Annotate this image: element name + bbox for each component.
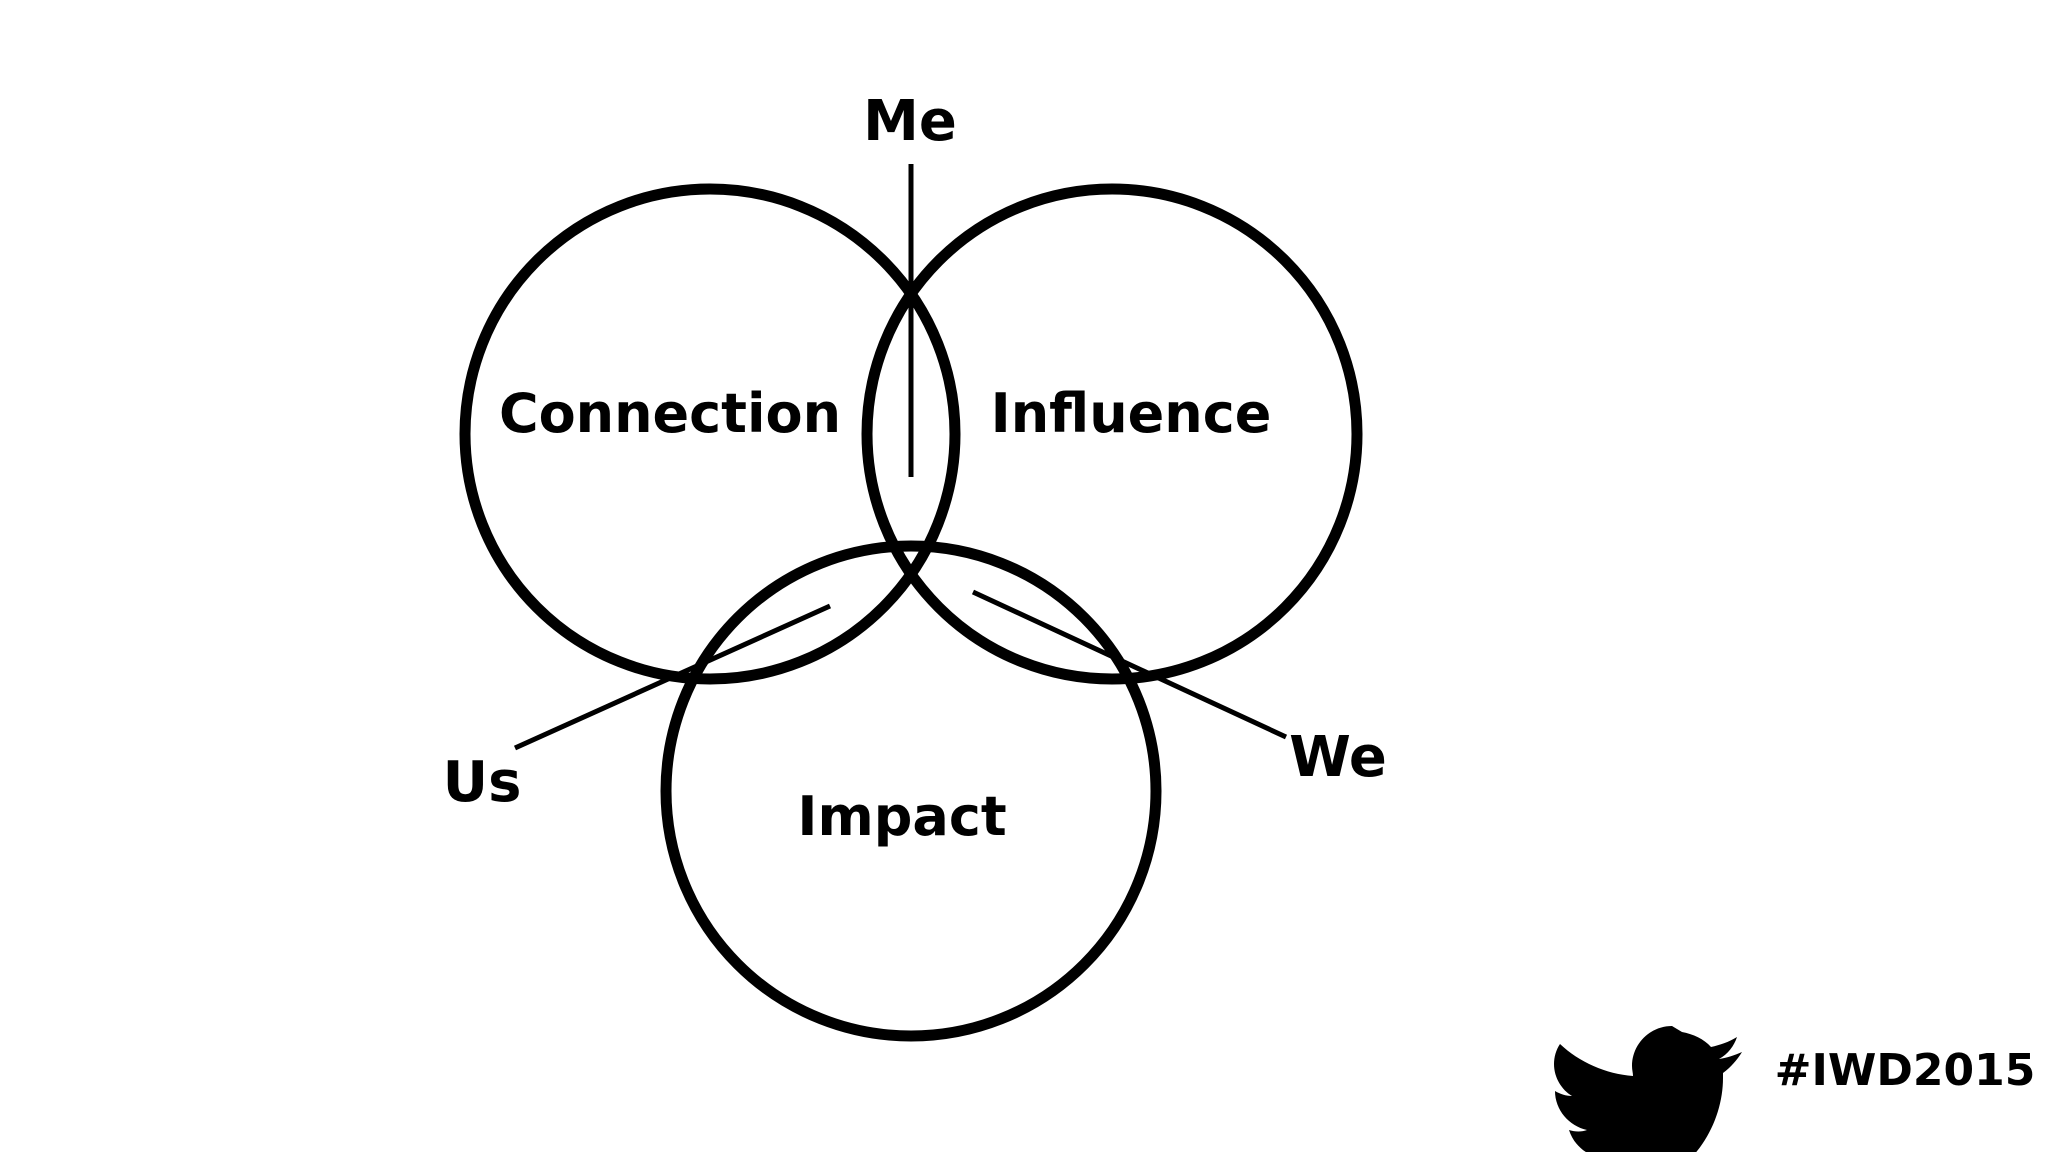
impact-circle: [660, 540, 1162, 1042]
influence-circle: [861, 183, 1363, 685]
connection-circle: [459, 183, 961, 685]
we-label: We: [1289, 725, 1387, 790]
twitter-bird-icon: [1554, 1026, 1742, 1152]
connection-label: Connection: [499, 382, 841, 445]
us-label: Us: [443, 750, 522, 815]
we-pointer-line: [971, 589, 1288, 740]
hashtag-label: #IWD2015: [1775, 1045, 2036, 1096]
impact-label: Impact: [797, 785, 1006, 848]
us-pointer-line: [513, 603, 832, 751]
influence-label: Influence: [991, 382, 1272, 445]
me-label: Me: [863, 89, 957, 154]
